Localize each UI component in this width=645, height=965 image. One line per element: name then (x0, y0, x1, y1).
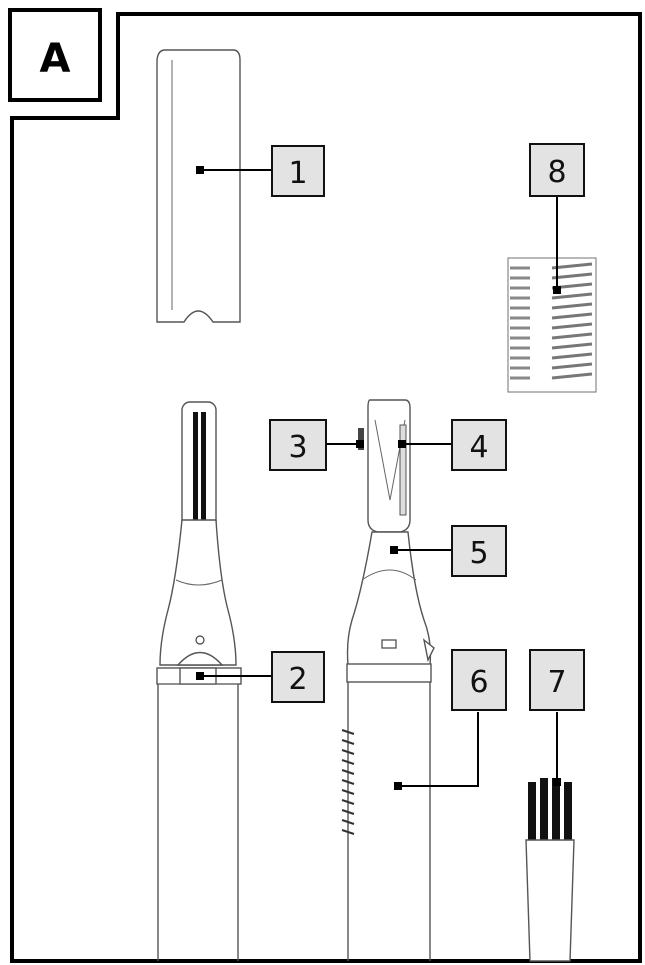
svg-text:6: 6 (469, 665, 488, 700)
callout-2: 2 (271, 651, 325, 703)
diagram-frame (10, 12, 642, 963)
callout-1: 1 (271, 145, 325, 197)
protective-cap (156, 49, 241, 323)
svg-text:4: 4 (469, 430, 488, 465)
callout-7: 7 (529, 649, 585, 711)
callout-6: 6 (451, 649, 507, 711)
callout-5: 5 (451, 525, 507, 577)
svg-text:5: 5 (469, 536, 488, 571)
panel-letter-box (8, 8, 102, 102)
svg-text:1: 1 (288, 156, 307, 191)
callout-8: 8 (529, 143, 585, 197)
callout-3: 3 (269, 419, 327, 471)
trimmer-front-view (156, 401, 242, 961)
cleaning-brush (525, 778, 575, 962)
comb-attachment (507, 257, 597, 393)
leader-lines (196, 166, 561, 790)
svg-text:8: 8 (547, 155, 566, 190)
panel-letter: A (40, 36, 71, 82)
callout-4: 4 (451, 419, 507, 471)
trimmer-side-view (341, 399, 435, 961)
svg-text:2: 2 (288, 662, 307, 697)
svg-text:7: 7 (547, 665, 566, 700)
svg-text:3: 3 (288, 430, 307, 465)
